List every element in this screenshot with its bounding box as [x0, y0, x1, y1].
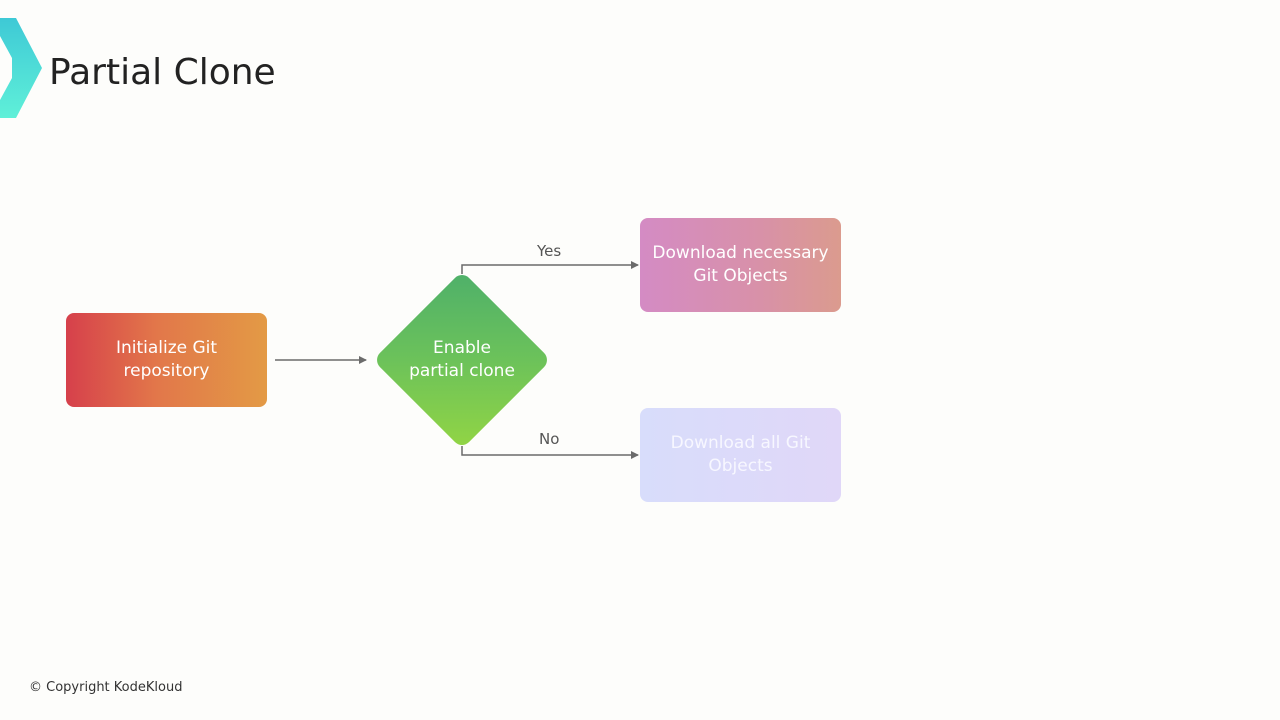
- edge-label-no: No: [539, 430, 560, 448]
- node-all-line-2: Objects: [708, 456, 773, 476]
- node-download-all-objects: Download all Git Objects: [640, 408, 841, 502]
- node-initialize-git-repository: Initialize Git repository: [66, 313, 267, 407]
- connector-yes: [461, 261, 639, 274]
- decision-line-2: partial clone: [409, 361, 515, 381]
- node-download-necessary-objects: Download necessary Git Objects: [640, 218, 841, 312]
- decision-line-1: Enable: [433, 338, 491, 358]
- decision-label: Enable partial clone: [392, 337, 532, 383]
- node-necessary-line-2: Git Objects: [693, 266, 788, 286]
- node-init-line-2: repository: [123, 361, 210, 381]
- connector-no: [461, 446, 639, 459]
- node-all-line-1: Download all Git: [670, 433, 811, 453]
- kodekloud-logo-icon: [0, 18, 42, 118]
- node-init-line-1: Initialize Git: [115, 338, 218, 358]
- node-necessary-line-1: Download necessary: [652, 243, 829, 263]
- edge-label-yes: Yes: [537, 242, 562, 260]
- copyright-footer: © Copyright KodeKloud: [29, 680, 183, 695]
- page-title: Partial Clone: [49, 52, 276, 93]
